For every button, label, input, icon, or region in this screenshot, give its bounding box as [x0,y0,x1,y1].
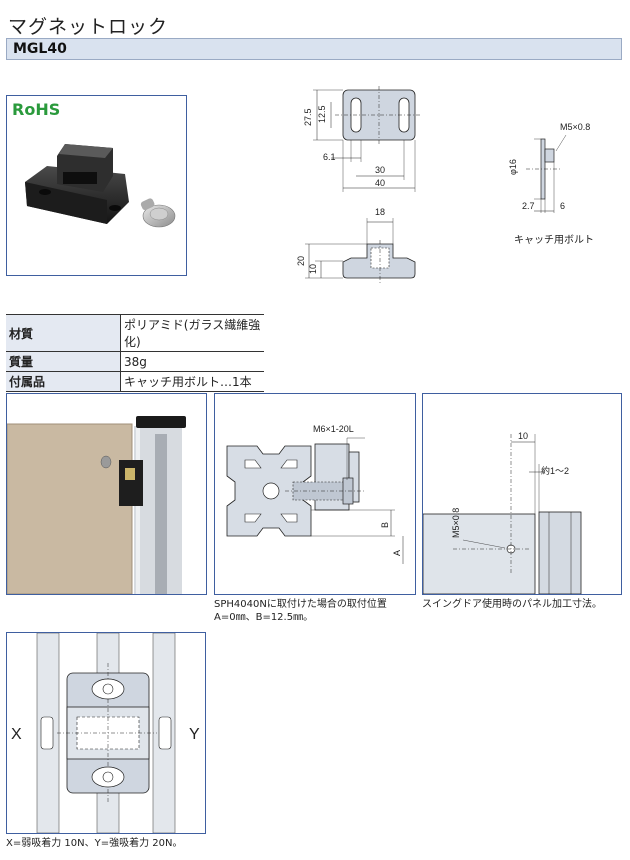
hole-spec-label: M5×0.8 [451,508,461,538]
rohs-logo: RoHS [12,100,61,119]
dim-2-7: 2.7 [522,201,535,211]
catch-bolt-drawing: M5×0.8 φ16 2.7 6 [508,122,590,213]
spec-value: キャッチ用ボルト…1本 [120,371,264,392]
spec-row-accessory: 付属品 キャッチ用ボルト…1本 [6,371,264,392]
force-diagram: X Y [11,632,200,834]
spec-key: 付属品 [6,371,121,392]
dim-10-panel: 10 [518,431,528,441]
dim-30: 30 [375,165,385,175]
front-view-drawing: 18 20 10 [296,207,416,284]
dim-27-5: 27.5 [303,108,313,126]
spec-value: 38g [120,351,264,372]
mounting-caption-line2: A=0㎜、B=12.5㎜。 [214,612,314,623]
mounting-caption-line1: SPH4040Nに取付けた場合の取付位置 [214,599,387,610]
product-photo-frame: RoHS [6,95,187,276]
page-title: マグネットロック [8,16,169,38]
spec-key: 質量 [6,351,121,372]
dim-20: 20 [296,256,306,266]
mounting-drawing: M6×1-20L B A [226,424,404,564]
dim-m5: M5×0.8 [560,122,590,132]
dim-12-5: 12.5 [317,105,327,123]
product-photo [25,144,176,228]
dim-10: 10 [308,264,318,274]
dim-18: 18 [375,207,385,217]
mounting-drawing-frame: M6×1-20L B A [214,393,416,595]
model-number: MGL40 [13,41,67,57]
dim-40: 40 [375,178,385,188]
door-photo [6,394,206,595]
catch-bolt-caption: キャッチ用ボルト [514,235,594,246]
force-caption: X=弱吸着力 10N、Y=強吸着力 20N。 [6,838,183,849]
door-photo-frame [6,393,207,595]
spec-value: ポリアミド(ガラス繊維強化) [120,314,264,352]
dim-gap: 約1～2 [541,465,569,476]
force-label-y: Y [189,726,200,743]
dim-6-1: 6.1 [323,152,336,162]
dim-6: 6 [560,201,565,211]
dim-phi16: φ16 [508,159,518,175]
spec-row-mass: 質量 38g [6,351,264,372]
spec-key: 材質 [6,314,121,352]
force-label-x: X [11,726,22,743]
bolt-spec-label: M6×1-20L [313,424,354,434]
dim-b-label: B [380,522,390,528]
spec-row-material: 材質 ポリアミド(ガラス繊維強化) [6,314,264,352]
panel-drawing-frame: 10 約1～2 M5×0.8 [422,393,622,595]
spec-table: 材質 ポリアミド(ガラス繊維強化) 質量 38g 付属品 キャッチ用ボルト…1本 [6,314,264,392]
top-view-drawing: 27.5 12.5 6.1 30 40 [303,86,421,192]
panel-caption: スイングドア使用時のパネル加工寸法。 [422,599,602,610]
force-diagram-frame: X Y [6,632,206,834]
panel-drawing: 10 約1～2 M5×0.8 [422,431,582,595]
model-bar: MGL40 [6,38,622,60]
dim-a-label: A [392,550,402,556]
